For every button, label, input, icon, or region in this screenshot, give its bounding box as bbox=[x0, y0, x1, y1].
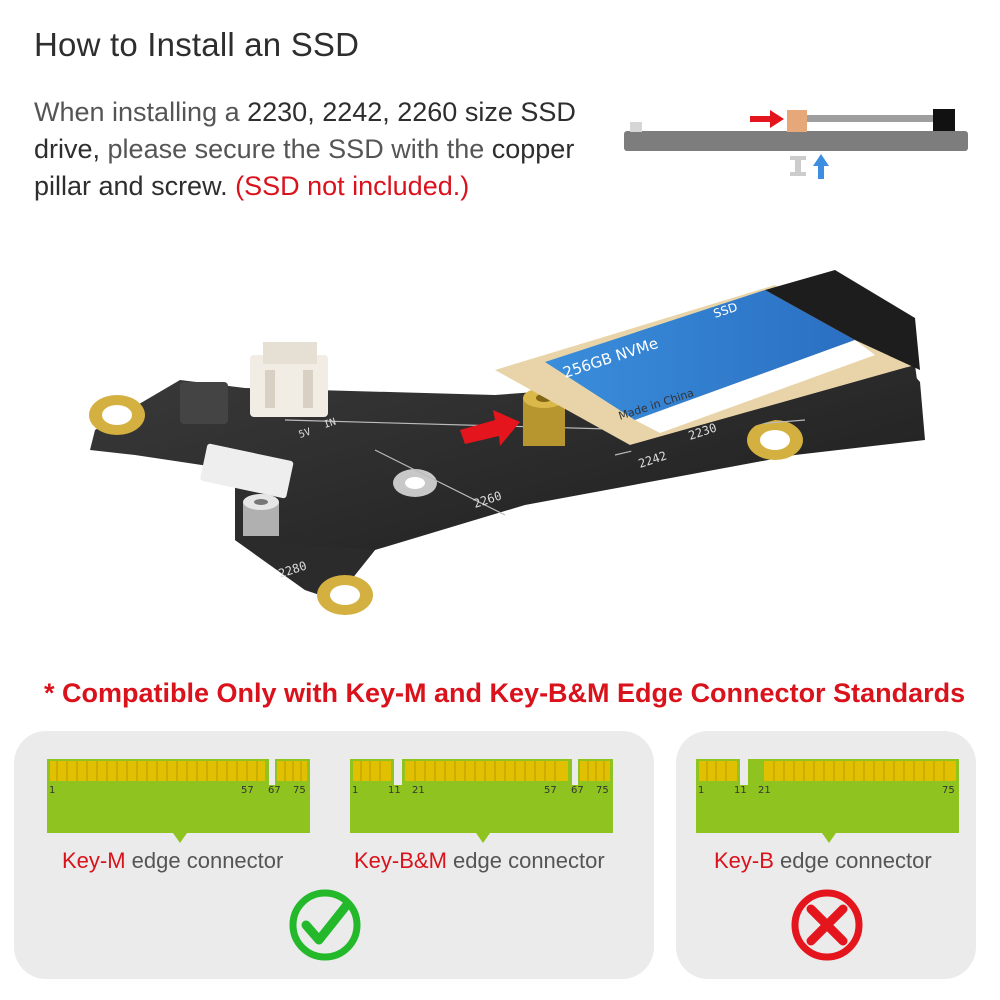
install-instructions: When installing a 2230, 2242, 2260 size … bbox=[34, 94, 604, 205]
install-side-diagram bbox=[624, 109, 968, 179]
pin-label: 75 bbox=[596, 785, 609, 796]
key-bm-connector-diagram: 1 11 21 57 67 75 bbox=[350, 759, 613, 843]
label-in: IN bbox=[323, 417, 338, 431]
ssd-not-included-note: (SSD not included.) bbox=[235, 171, 470, 201]
pin-label: 67 bbox=[571, 785, 584, 796]
up-arrow-icon bbox=[813, 154, 829, 179]
standoff bbox=[243, 494, 279, 536]
key-b-label: Key-B edge connector bbox=[714, 848, 932, 873]
m2-slot bbox=[933, 109, 955, 131]
compatibility-notice: * Compatible Only with Key-M and Key-B&M… bbox=[44, 678, 966, 708]
key-m-label: Key-M edge connector bbox=[62, 848, 284, 873]
screw-icon bbox=[790, 156, 806, 176]
pin-label: 75 bbox=[942, 785, 955, 796]
pin-label: 21 bbox=[412, 785, 425, 796]
pin-label: 11 bbox=[734, 785, 747, 796]
x-circle-icon bbox=[791, 889, 863, 961]
pin-label: 67 bbox=[268, 785, 281, 796]
pin-label: 1 bbox=[352, 785, 358, 796]
ffc-connector bbox=[200, 443, 294, 499]
ssd-side-view bbox=[807, 115, 937, 122]
instructions-copper: copper pillar and screw. bbox=[34, 134, 575, 201]
check-circle-icon bbox=[289, 889, 361, 961]
pin-label: 1 bbox=[49, 785, 55, 796]
pin-label: 75 bbox=[293, 785, 306, 796]
adapter-board-photo: 256GB NVMe SSD Made in China 2280 2260 2… bbox=[89, 270, 925, 615]
instructions-part1: When installing a bbox=[34, 97, 248, 127]
key-bm-label: Key-B&M edge connector bbox=[354, 848, 605, 873]
instructions-part2: please secure the SSD with the bbox=[100, 134, 492, 164]
inductor bbox=[180, 382, 228, 424]
page-title: How to Install an SSD bbox=[34, 26, 360, 63]
copper-pillar bbox=[787, 110, 807, 132]
key-m-connector-diagram: 1 57 67 75 bbox=[47, 759, 310, 843]
pin-label: 57 bbox=[544, 785, 557, 796]
board-side-view bbox=[624, 131, 968, 151]
pin-label: 57 bbox=[241, 785, 254, 796]
m2-slot bbox=[765, 270, 920, 370]
right-arrow-icon bbox=[460, 410, 520, 446]
mounting-hole bbox=[747, 420, 803, 460]
left-standoff bbox=[630, 122, 642, 132]
mounting-hole bbox=[89, 395, 145, 435]
label-5v: 5V bbox=[298, 427, 313, 441]
right-arrow-icon bbox=[750, 110, 784, 128]
pin-label: 21 bbox=[758, 785, 771, 796]
instructions-sizes: 2230, 2242, 2260 size SSD drive, bbox=[34, 97, 576, 164]
pin-label: 1 bbox=[698, 785, 704, 796]
mounting-hole bbox=[317, 575, 373, 615]
power-connector bbox=[250, 342, 328, 417]
pin-label: 11 bbox=[388, 785, 401, 796]
key-b-connector-diagram: 1 11 21 75 bbox=[696, 759, 959, 843]
